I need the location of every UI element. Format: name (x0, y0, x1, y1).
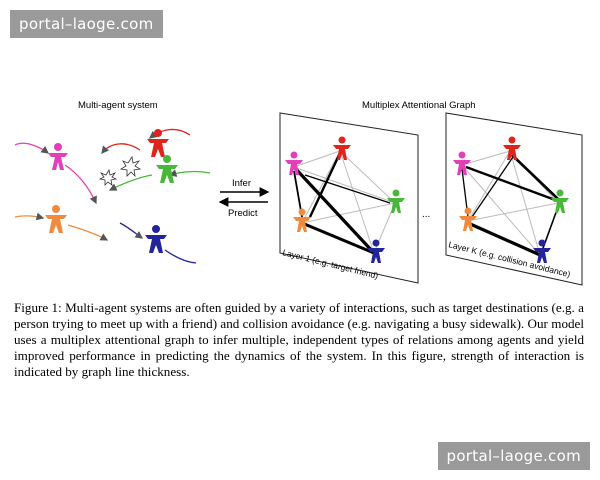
watermark-top: portal–laoge.com (10, 10, 163, 38)
agent-magenta (48, 143, 68, 170)
agent-green (156, 155, 178, 183)
layers-ellipsis: ... (422, 209, 430, 220)
graph-layer-1 (279, 112, 419, 284)
graph-layer-k (445, 112, 583, 286)
collision-burst-1 (119, 155, 142, 178)
agent-red (147, 129, 169, 157)
figure-illustration: Multi-agent system Multiplex Attentional… (14, 100, 583, 286)
infer-label: Infer (232, 178, 251, 189)
agent-trajectories (14, 128, 211, 264)
right-panel-title: Multiplex Attentional Graph (362, 100, 476, 111)
figure-caption: Figure 1: Multi-agent systems are often … (14, 300, 584, 379)
collision-burst-2 (98, 168, 118, 186)
agent-orange (45, 205, 67, 233)
agent-blue (145, 225, 167, 253)
predict-label: Predict (228, 208, 258, 219)
watermark-bottom: portal–laoge.com (437, 442, 590, 470)
left-panel-title: Multi-agent system (78, 100, 158, 111)
